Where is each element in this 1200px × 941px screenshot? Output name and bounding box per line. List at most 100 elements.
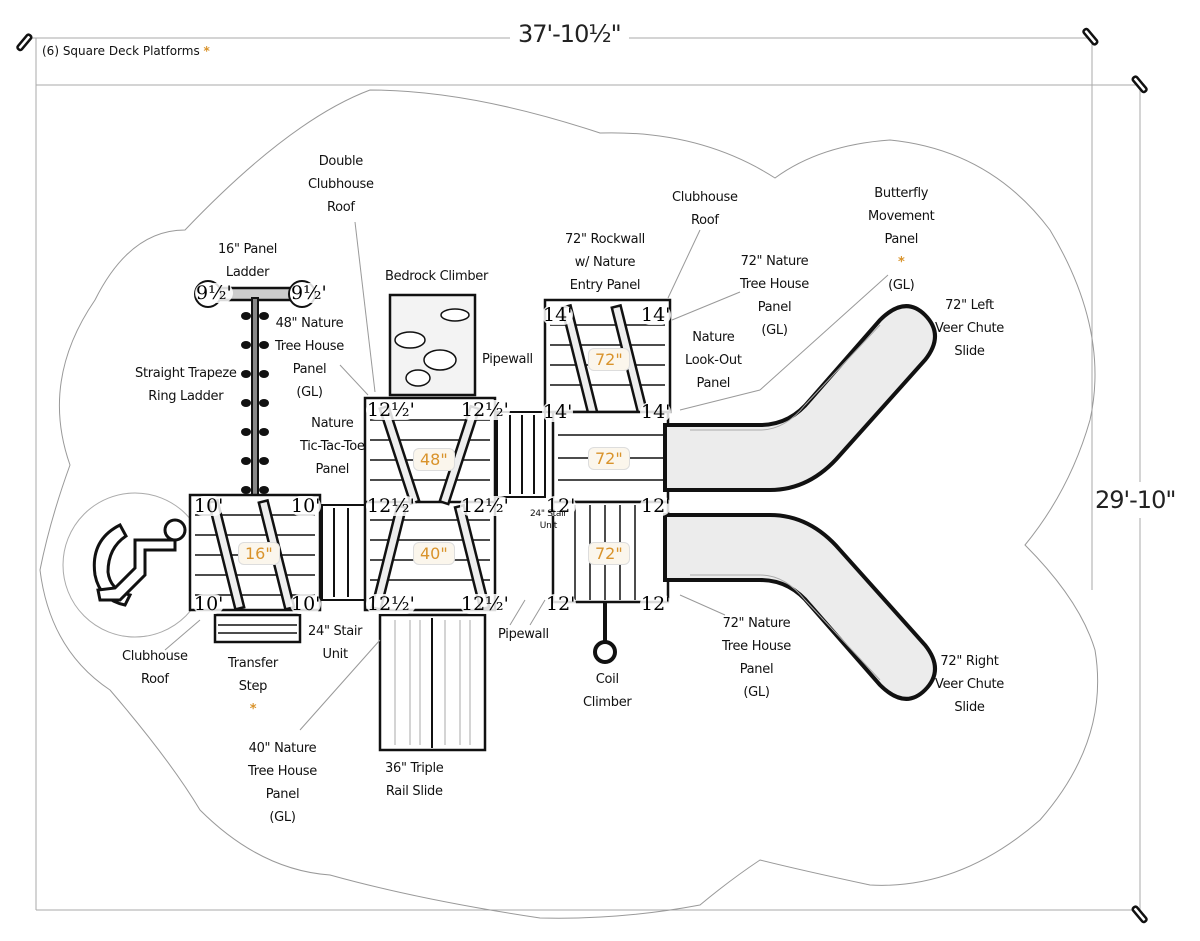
label-line: Clubhouse (672, 190, 738, 205)
label-line: Pipewall (498, 627, 549, 642)
deck-height-72-top: 72" (588, 348, 630, 371)
label-line: (GL) (888, 278, 915, 293)
deck-height-48: 48" (413, 448, 455, 471)
deck16-corner: 10' (193, 593, 225, 615)
label-line: Tree House (740, 277, 809, 292)
label-line: Panel (884, 232, 919, 247)
deck-height-72-mid: 72" (588, 447, 630, 470)
label-line: (GL) (761, 323, 788, 338)
label-line: Panel (292, 362, 327, 377)
deck72-corner: 14' (542, 304, 574, 326)
deck48-corner: 12½' (460, 399, 510, 421)
label-line: w/ Nature (574, 255, 636, 270)
label-line: Panel (265, 787, 300, 802)
label-line: Tree House (275, 339, 344, 354)
label-line: Coil (595, 672, 619, 687)
label-line: (GL) (269, 810, 296, 825)
label-line: Bedrock Climber (385, 269, 489, 284)
deck72-low-corner: 12' (640, 495, 672, 517)
deck72-corner: 14' (640, 304, 672, 326)
dimension-ticks (16, 27, 1148, 924)
safety-zone-outline (39, 89, 1099, 919)
deck72-corner: 14' (542, 401, 574, 423)
label-line: Unit (539, 521, 557, 531)
note-text: (6) Square Deck Platforms (42, 44, 200, 58)
label-line: Veer Chute (935, 321, 1005, 336)
label-line: 24" Stair (308, 624, 363, 639)
label-line: Panel (739, 662, 774, 677)
deck72-low-corner: 12' (640, 593, 672, 615)
label-line: Look-Out (685, 353, 742, 368)
label-line: Nature (311, 416, 354, 431)
deck40-corner: 12½' (460, 593, 510, 615)
label-line: Transfer (228, 656, 278, 671)
label-line: Butterfly (874, 186, 929, 201)
label-line: Ring Ladder (148, 389, 224, 404)
label-line: Panel (757, 300, 792, 315)
label-line: 72" Nature (722, 616, 791, 631)
label-line: 72" Rockwall (565, 232, 645, 247)
deck-16-structure (188, 493, 322, 644)
small-stair-structure (496, 411, 546, 498)
asterisk-icon: * (203, 44, 210, 58)
leader-lines (164, 221, 889, 731)
deck-height-40: 40" (413, 542, 455, 565)
deck16-corner: 10' (290, 495, 322, 517)
width-dimension: 37'-10½" (510, 20, 629, 48)
deck72-corner: 14' (640, 401, 672, 423)
deck16-corner: 10' (290, 593, 322, 615)
label-line: Panel (315, 462, 350, 477)
deck-height-72-low: 72" (588, 542, 630, 565)
label-bedrock-climber: Bedrock Climber (385, 265, 488, 288)
deck72-low-corner: 12' (545, 593, 577, 615)
label-line: Roof (690, 213, 719, 228)
label-line: Clubhouse (308, 177, 374, 192)
label-line: Double (318, 154, 364, 169)
label-line: Pipewall (482, 352, 533, 367)
deck40-corner: 12½' (366, 495, 416, 517)
label-line: 72" Nature (740, 254, 809, 269)
label-pipewall-bottom: Pipewall (498, 623, 549, 646)
deck40-corner: 12½' (366, 593, 416, 615)
bedrock-climber-structure (388, 293, 477, 397)
label-line: 16" Panel (218, 242, 278, 257)
label-line: Tree House (248, 764, 317, 779)
ladder-corner-left: 9½' (195, 282, 233, 304)
label-line: (GL) (296, 385, 323, 400)
label-line: Step * (228, 675, 278, 721)
asterisk-icon: * (249, 702, 257, 717)
label-line: Straight Trapeze (135, 366, 237, 381)
label-line: Panel (696, 376, 731, 391)
deck-height-16: 16" (238, 542, 280, 565)
label-line: 24" Stair (530, 509, 567, 519)
label-line: 72" Right (940, 654, 999, 669)
label-line: Entry Panel (569, 278, 641, 293)
label-line: Tree House (722, 639, 791, 654)
deck40-corner: 12½' (460, 495, 510, 517)
deck72-low-corner: 12' (545, 495, 577, 517)
label-line: 48" Nature (275, 316, 344, 331)
square-deck-note: (6) Square Deck Platforms * (42, 44, 210, 58)
label-line: Tic-Tac-Toe (300, 439, 365, 454)
label-line: Movement (868, 209, 935, 224)
label-line: 40" Nature (248, 741, 317, 756)
